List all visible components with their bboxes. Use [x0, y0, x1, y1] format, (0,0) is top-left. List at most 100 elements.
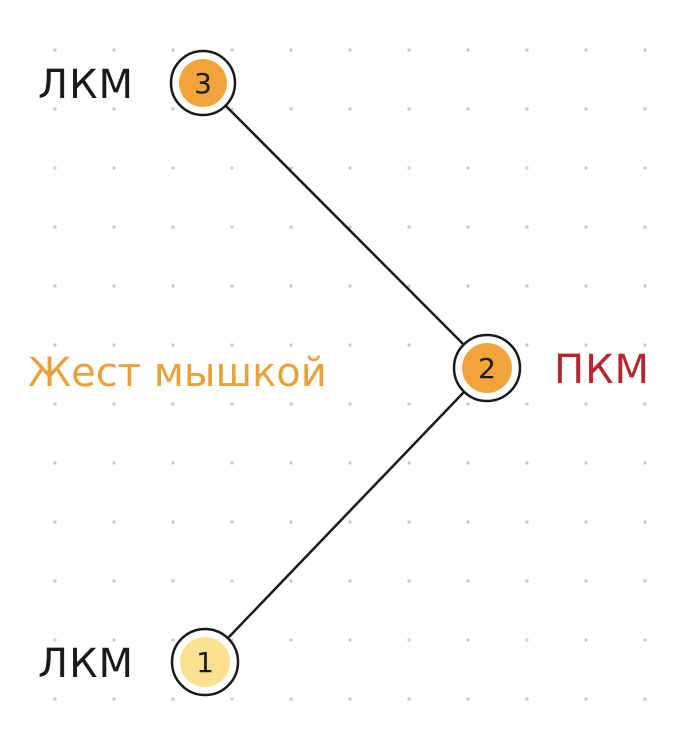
grid-dot [289, 343, 293, 347]
grid-dot [525, 48, 529, 52]
grid-dot [348, 402, 352, 406]
grid-dot [112, 284, 116, 288]
grid-dot [584, 166, 588, 170]
grid-dot [407, 402, 411, 406]
node-2-fill [462, 343, 512, 393]
grid-dot [289, 225, 293, 229]
grid-dot [289, 284, 293, 288]
grid-dot [171, 107, 175, 111]
grid-dot [643, 284, 647, 288]
grid-dot [525, 520, 529, 524]
grid-dot [348, 166, 352, 170]
dot-grid [53, 48, 647, 701]
grid-dot [112, 402, 116, 406]
grid-dot [230, 166, 234, 170]
grid-dot [584, 107, 588, 111]
grid-dot [348, 225, 352, 229]
grid-dot [53, 520, 57, 524]
grid-dot [230, 48, 234, 52]
grid-dot [466, 579, 470, 583]
grid-dot [53, 402, 57, 406]
grid-dot [643, 461, 647, 465]
grid-dot [112, 520, 116, 524]
grid-dot [466, 461, 470, 465]
grid-dot [348, 461, 352, 465]
grid-dot [525, 107, 529, 111]
grid-dot [584, 697, 588, 701]
grid-dot [525, 461, 529, 465]
grid-dot [407, 520, 411, 524]
grid-dot [112, 343, 116, 347]
node-1-fill [180, 637, 230, 687]
grid-dot [230, 697, 234, 701]
grid-dot [171, 343, 175, 347]
grid-dot [643, 697, 647, 701]
grid-dot [289, 48, 293, 52]
grid-dot [407, 343, 411, 347]
grid-dot [53, 638, 57, 642]
grid-dot [289, 107, 293, 111]
grid-dot [407, 107, 411, 111]
gesture-node-1: 1 [170, 627, 240, 697]
grid-dot [53, 107, 57, 111]
grid-dot [112, 638, 116, 642]
grid-dot [171, 461, 175, 465]
grid-dot [348, 48, 352, 52]
grid-dot [112, 697, 116, 701]
grid-dot [643, 638, 647, 642]
grid-dot [643, 402, 647, 406]
grid-dot [643, 225, 647, 229]
grid-dot [348, 579, 352, 583]
grid-dot [53, 225, 57, 229]
grid-dot [525, 284, 529, 288]
grid-dot [53, 579, 57, 583]
grid-dot [525, 638, 529, 642]
grid-dot [643, 579, 647, 583]
diagram-title: Жест мышкой [28, 350, 327, 396]
grid-dot [584, 402, 588, 406]
grid-dot [466, 402, 470, 406]
grid-dot [525, 579, 529, 583]
path-segment-1-2 [203, 366, 489, 664]
grid-dot [584, 520, 588, 524]
grid-dot [466, 225, 470, 229]
grid-dot [525, 225, 529, 229]
grid-dot [230, 579, 234, 583]
grid-dot [407, 284, 411, 288]
grid-dot [525, 343, 529, 347]
path-segment-2-3 [201, 81, 489, 370]
grid-dot [407, 48, 411, 52]
grid-dot [230, 520, 234, 524]
grid-dot [53, 284, 57, 288]
grid-dot [643, 520, 647, 524]
grid-dot [584, 461, 588, 465]
grid-dot [289, 638, 293, 642]
grid-dot [112, 579, 116, 583]
node-3-fill [179, 59, 227, 107]
grid-dot [466, 48, 470, 52]
grid-dot [171, 284, 175, 288]
grid-dot [171, 225, 175, 229]
grid-dot [348, 520, 352, 524]
grid-dot [112, 166, 116, 170]
grid-dot [348, 638, 352, 642]
gesture-node-2: 2 [452, 333, 522, 403]
grid-dot [171, 402, 175, 406]
grid-dot [643, 343, 647, 347]
grid-dot [407, 579, 411, 583]
grid-dot [171, 48, 175, 52]
grid-dot [171, 520, 175, 524]
gesture-node-3: 3 [169, 49, 237, 117]
grid-dot [171, 638, 175, 642]
grid-dot [584, 48, 588, 52]
grid-dot [53, 343, 57, 347]
grid-dot [525, 697, 529, 701]
grid-dot [112, 107, 116, 111]
grid-dot [348, 697, 352, 701]
grid-dot [643, 48, 647, 52]
node-3-label: ЛКМ [38, 62, 134, 108]
grid-dot [348, 343, 352, 347]
grid-dot [171, 166, 175, 170]
grid-dot [230, 225, 234, 229]
grid-dot [407, 697, 411, 701]
